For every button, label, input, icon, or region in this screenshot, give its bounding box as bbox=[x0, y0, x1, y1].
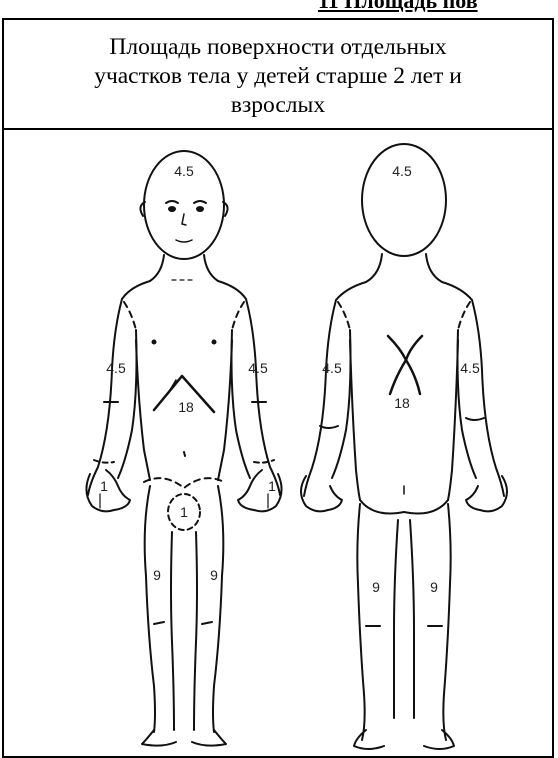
back-head-outline bbox=[362, 144, 446, 256]
front-labels: 4.5 4.5 4.5 18 1 1 1 9 9 bbox=[100, 163, 276, 583]
front-left-hand-label: 1 bbox=[100, 478, 108, 494]
back-figure bbox=[301, 144, 507, 749]
body-figures-svg: 4.5 4.5 4.5 18 1 1 1 9 9 4.5 4.5 4.5 18 … bbox=[4, 130, 552, 756]
caption-line-2: участков тела у детей старше 2 лет и bbox=[4, 62, 552, 91]
back-head-label: 4.5 bbox=[392, 163, 412, 179]
front-right-leg-label: 9 bbox=[210, 567, 218, 583]
back-right-arm-label: 4.5 bbox=[460, 360, 480, 376]
back-torso-label: 18 bbox=[394, 395, 410, 411]
front-head-label: 4.5 bbox=[174, 163, 194, 179]
back-right-leg-label: 9 bbox=[430, 579, 438, 595]
front-left-arm-label: 4.5 bbox=[106, 360, 126, 376]
caption-line-1: Площадь поверхности отдельных bbox=[4, 33, 552, 62]
figure-caption: Площадь поверхности отдельных участков т… bbox=[4, 20, 552, 130]
front-right-arm-label: 4.5 bbox=[248, 360, 268, 376]
front-figure bbox=[86, 151, 281, 746]
back-left-arm-label: 4.5 bbox=[322, 360, 342, 376]
front-right-hand-label: 1 bbox=[268, 478, 276, 494]
body-surface-diagram: 4.5 4.5 4.5 18 1 1 1 9 9 4.5 4.5 4.5 18 … bbox=[4, 130, 552, 756]
front-torso-label: 18 bbox=[178, 399, 194, 415]
header-fragment: 11 Площадь пов bbox=[318, 0, 478, 14]
front-genitals-label: 1 bbox=[180, 504, 188, 520]
caption-line-3: взрослых bbox=[4, 91, 552, 120]
back-left-leg-label: 9 bbox=[372, 579, 380, 595]
front-left-leg-label: 9 bbox=[153, 567, 161, 583]
figure-table: Площадь поверхности отдельных участков т… bbox=[2, 18, 554, 758]
